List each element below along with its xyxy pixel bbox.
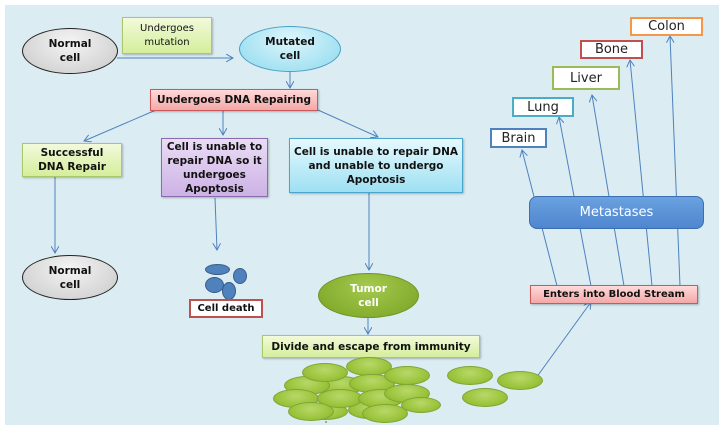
tumor-cell-shape	[302, 363, 348, 382]
divide-escape-box: Divide and escape from immunity	[262, 335, 480, 358]
tumor-cell-shape	[362, 404, 408, 423]
blood-stream-box: Enters into Blood Stream	[530, 285, 698, 304]
tumor-cell-shape	[447, 366, 493, 385]
tumor-cell-shape	[384, 366, 430, 385]
metastases-label: Metastases	[579, 205, 654, 220]
mutated-cell-label: Mutated cell	[265, 36, 315, 62]
dna-repairing-box: Undergoes DNA Repairing	[150, 89, 318, 111]
organ-bone: Bone	[580, 40, 643, 59]
fragment	[205, 264, 230, 275]
cell-death-label: Cell death	[197, 302, 255, 314]
normal-cell-bottom: Normal cell	[22, 255, 118, 300]
mutated-cell: Mutated cell	[239, 26, 341, 72]
organ-colon: Colon	[630, 17, 703, 36]
undergoes-mutation-label: Undergoes mutation	[140, 22, 194, 48]
tumor-cell: Tumor cell	[318, 273, 419, 318]
apoptosis-box: Cell is unable to repair DNA so it under…	[161, 138, 268, 197]
organ-bone-label: Bone	[594, 42, 629, 57]
normal-cell-top: Normal cell	[22, 28, 118, 74]
fragment	[222, 282, 236, 300]
fragment	[233, 268, 247, 284]
metastases-box: Metastases	[529, 196, 704, 229]
organ-liver: Liver	[552, 66, 620, 90]
tumor-cell-shape	[325, 421, 327, 423]
divide-escape-label: Divide and escape from immunity	[271, 340, 471, 353]
tumor-cell-shape	[288, 402, 334, 421]
no-apoptosis-label: Cell is unable to repair DNA and unable …	[294, 145, 458, 186]
organ-liver-label: Liver	[570, 70, 602, 86]
organ-lung-label: Lung	[527, 99, 559, 115]
tumor-cell-label: Tumor cell	[350, 282, 387, 309]
tumor-cell-shape	[401, 397, 441, 413]
cell-death-box: Cell death	[189, 299, 263, 318]
organ-brain-label: Brain	[501, 130, 536, 146]
tumor-cell-shape	[462, 388, 508, 407]
normal-cell-bottom-label: Normal cell	[48, 264, 92, 291]
apoptosis-label: Cell is unable to repair DNA so it under…	[166, 140, 263, 195]
successful-repair-label: Successful DNA Repair	[38, 147, 106, 173]
tumor-cell-shape	[497, 371, 543, 390]
organ-lung: Lung	[512, 97, 574, 117]
organ-brain: Brain	[490, 128, 547, 148]
organ-colon-label: Colon	[648, 19, 685, 34]
blood-stream-label: Enters into Blood Stream	[543, 288, 685, 300]
dna-repairing-label: Undergoes DNA Repairing	[156, 94, 312, 106]
normal-cell-top-label: Normal cell	[48, 38, 92, 64]
successful-repair-box: Successful DNA Repair	[22, 143, 122, 177]
undergoes-mutation-box: Undergoes mutation	[122, 17, 212, 54]
no-apoptosis-box: Cell is unable to repair DNA and unable …	[289, 138, 463, 193]
